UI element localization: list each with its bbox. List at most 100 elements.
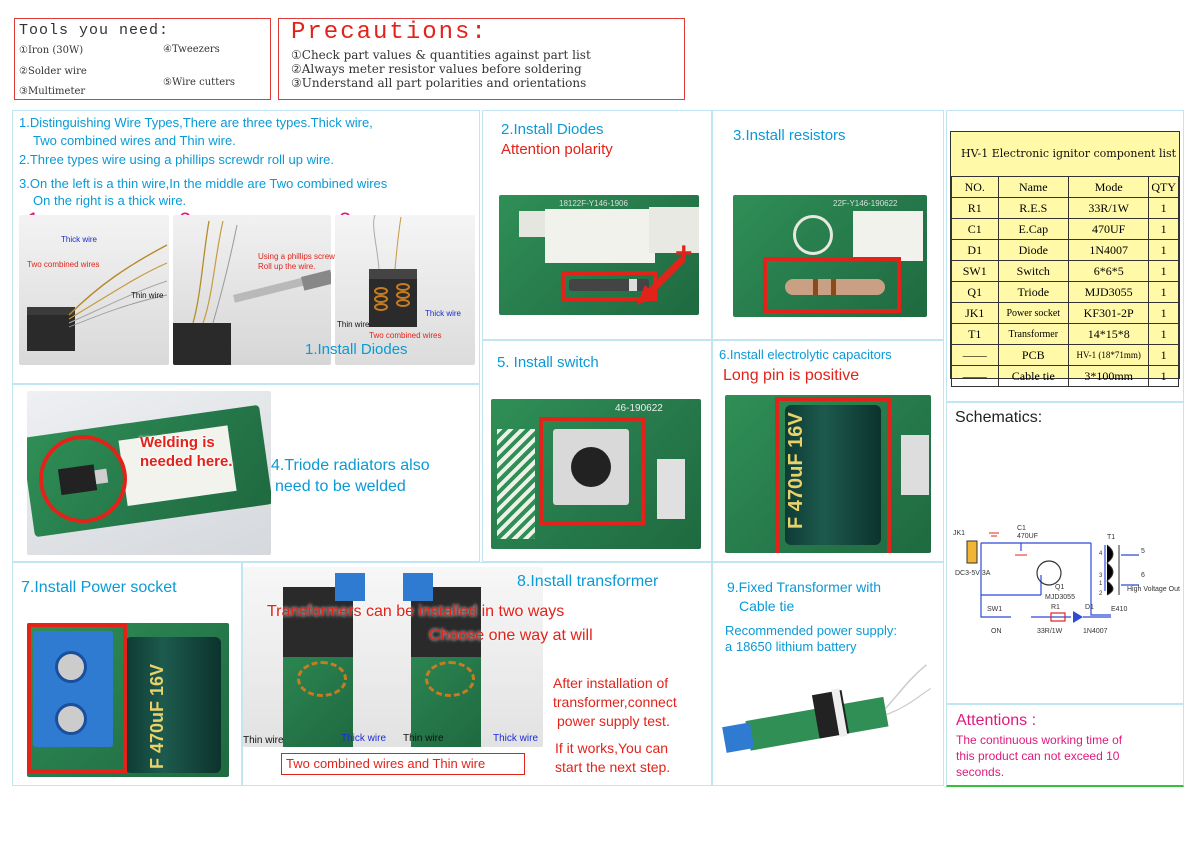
label-photo3-thick: Thick wire [425,309,462,318]
bom-cell: MJD3055 [1068,281,1150,303]
bom-cell: 1 [1148,344,1179,366]
bom-header-no: NO. [951,176,999,198]
wire-text-1b: Two combined wires and Thin wire. [33,133,236,148]
bom-cell: PCB [997,344,1070,366]
step8-thick2: Thick wire [493,733,539,744]
bom-cell: HV-1 (18*71mm) [1068,344,1150,366]
bom-cell: 1 [1148,281,1179,303]
schematic-panel: Schematics: JK1 C1 470UF T1 DC3-5V 3A Q1… [946,402,1184,704]
step5-silk: 46-190622 [615,403,663,414]
step2-silk: 18122F-Y146-1906 [559,199,628,208]
bom-cell: JK1 [951,302,999,324]
schem-d1: D1 [1085,604,1094,611]
bom-cell: 1 [1148,260,1179,282]
circuit-schematic: JK1 C1 470UF T1 DC3-5V 3A Q1 MJD3055 Hig… [953,525,1180,635]
resistor-highlight [763,257,901,313]
wire-text-3a: 3.On the left is a thin wire,In the midd… [19,176,388,191]
precautions-box: Precautions: ①Check part values & quanti… [278,18,685,100]
bom-cell: 1 [1148,365,1179,387]
bom-cell: Q1 [951,281,999,303]
bom-header-mode: Mode [1068,176,1150,198]
schem-jk1: JK1 [953,530,965,537]
attentions-line2: this product can not exceed 10 [956,749,1120,763]
bom-cell: D1 [951,239,999,261]
schem-r1v: 33R/1W [1037,628,1063,635]
diode-photo: 18122F-Y146-1906 [499,195,699,315]
bom-cell: C1 [951,218,999,240]
screwdriver-illustration [173,220,331,365]
wire-text-1a: 1.Distinguishing Wire Types,There are th… [19,115,373,130]
step9-rec-b: a 18650 lithium battery [725,639,857,654]
step3-title: 3.Install resistors [733,127,846,144]
schem-d1v: 1N4007 [1083,628,1108,635]
schem-q1: Q1 [1055,584,1064,591]
step9-rec-a: Recommended power supply: [725,623,897,638]
wire-sample-illustration [27,244,168,351]
label-using-screwdr: Using a phillips screwdr, [258,252,344,261]
schem-on: ON [991,628,1002,635]
capacitor-highlight [775,397,891,553]
welding-highlight-circle [39,435,127,523]
step2-panel: 2.Install Diodes Attention polarity 1812… [482,110,712,340]
label-thick-wire: Thick wire [61,235,98,244]
step8-panel: 8.Install transformer Transformers can b… [242,562,712,786]
polarity-plus: + [675,237,693,270]
step9-title-b: Cable tie [739,598,795,614]
label-thin-wire: Thin wire [131,291,164,300]
tool-item-cutters: ⑤Wire cutters [163,77,236,88]
schem-pin3: 3 [1099,573,1103,579]
step9-title-a: 9.Fixed Transformer with [727,579,882,595]
welding-note: Welding is needed here. [140,433,260,471]
bom-cell: 14*15*8 [1068,323,1150,345]
bom-cell: Switch [997,260,1070,282]
bom-cell: 1 [1148,323,1179,345]
attentions-title: Attentions : [956,712,1037,729]
attentions-line1: The continuous working time of [956,733,1123,747]
wire-photo-2 [173,215,331,365]
switch-highlight [539,417,645,525]
attentions-panel: Attentions : The continuous working time… [946,704,1184,787]
precaution-2: ②Always meter resistor values before sol… [291,62,582,76]
precaution-3: ③Understand all part polarities and orie… [291,76,587,90]
step8-after3: power supply test. [557,713,670,729]
schem-e410: E410 [1111,606,1127,613]
step3-panel: 3.Install resistors 22F-Y146-190622 [712,110,944,340]
step8-line2: Choose one way at will [429,627,593,644]
schem-pin4: 4 [1099,551,1103,557]
tool-item-tweezers: ④Tweezers [163,44,220,55]
step8-thick1: Thick wire [341,733,387,744]
schematic-title: Schematics: [955,409,1043,426]
precautions-title: Precautions: [291,19,488,46]
label-photo3-thin: Thin wire [337,320,370,329]
bom-cell: Diode [997,239,1070,261]
step6-title: 6.Install electrolytic capacitors [719,347,892,362]
step8-works2: start the next step. [555,759,671,775]
resistor-photo: 22F-Y146-190622 [733,195,927,317]
arrow-icon [637,256,686,305]
bom-cell: —— [951,365,999,387]
bom-cell: SW1 [951,260,999,282]
step6-subtitle: Long pin is positive [723,367,860,384]
step6-panel: 6.Install electrolytic capacitors Long p… [712,340,944,562]
schem-pin5: 5 [1141,548,1145,555]
schem-c1: C1 [1017,525,1026,532]
wire-types-panel: 1.Distinguishing Wire Types,There are th… [12,110,480,384]
combined-wires-box: Two combined wires and Thin wire [281,753,525,775]
bom-cell: KF301-2P [1068,302,1150,324]
precaution-1: ①Check part values & quantities against … [291,48,591,62]
step8-line1: Transformers can be installed in two way… [267,603,565,620]
capacitor-photo: F 470uF 16V [725,395,931,553]
step5-panel: 5. Install switch 46-190622 [482,340,712,562]
wire-text-3b: On the right is a thick wire. [33,193,187,208]
bom-cell: R1 [951,197,999,219]
bom-cell: Cable tie [997,365,1070,387]
bom-cell: Triode [997,281,1070,303]
